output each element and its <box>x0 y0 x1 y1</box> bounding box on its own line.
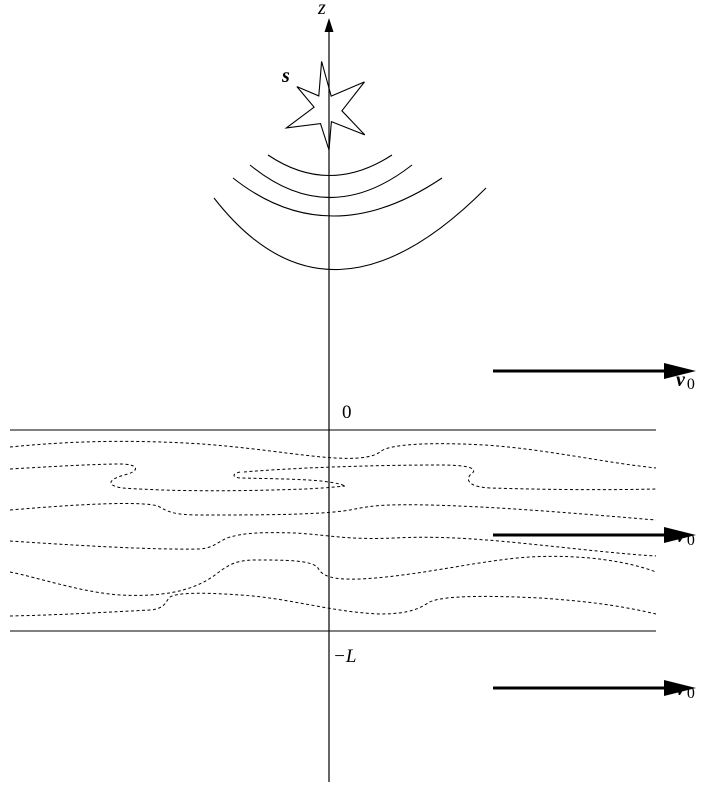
source-label: s <box>281 65 290 87</box>
turbulence-contours <box>9 440 657 617</box>
star-icon <box>284 61 366 151</box>
contour-line <box>9 440 657 469</box>
layer: 0 −L <box>10 402 656 667</box>
contour-line <box>243 464 657 491</box>
arrowhead-icon <box>664 680 696 696</box>
wavefront-2 <box>249 164 413 199</box>
z-axis-arrowhead <box>324 18 334 32</box>
z-axis: z <box>317 0 334 782</box>
layer-top-label: 0 <box>342 402 352 423</box>
wavefront-4 <box>213 187 487 271</box>
contour-line <box>9 592 657 617</box>
wavefront-3 <box>232 177 443 217</box>
wavefronts <box>213 154 487 271</box>
contour-line <box>9 532 657 557</box>
arrowhead-icon <box>664 527 696 543</box>
arrowhead-icon <box>664 363 696 379</box>
contour-line <box>9 555 657 596</box>
wavefront-1 <box>267 154 393 177</box>
z-axis-label: z <box>317 0 326 19</box>
layer-bottom-label: −L <box>333 646 356 667</box>
source-star: s <box>281 61 366 151</box>
contour-line <box>233 471 346 487</box>
contour-line <box>9 502 657 521</box>
contour-line <box>9 463 346 492</box>
